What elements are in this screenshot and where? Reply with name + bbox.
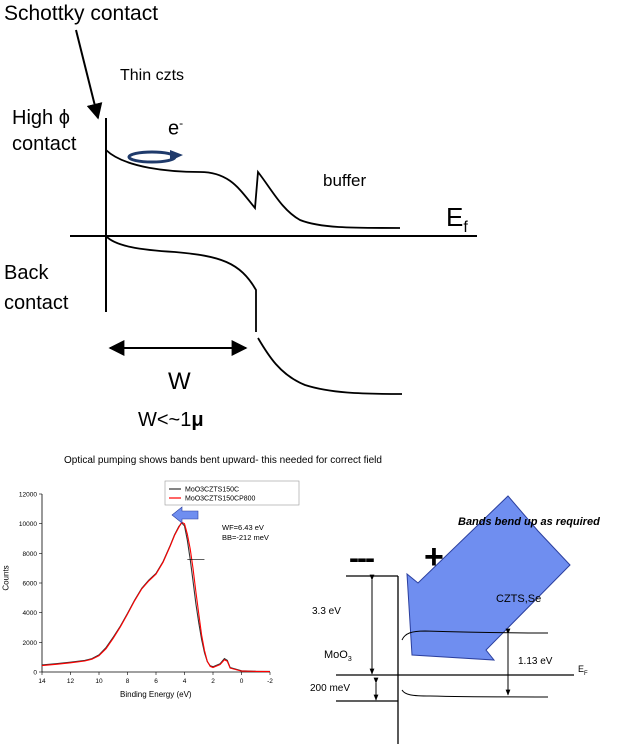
moo3-subscript: 3 (347, 656, 352, 664)
fermi-level-subscript: f (463, 219, 468, 237)
ef-lower-subscript: F (584, 670, 588, 677)
electron-symbol: e (168, 117, 180, 140)
buffer-label: buffer (323, 171, 367, 190)
thin-czts-label: Thin czts (120, 67, 185, 84)
electron-charge: - (179, 116, 184, 130)
ef-lower-symbol: E (578, 664, 585, 674)
valence-band-curve (105, 235, 257, 332)
ef-lower-label: EF (578, 665, 588, 677)
width-condition-text: W<~1 (138, 409, 192, 431)
xps-title: Optical pumping shows bands bent upward-… (64, 455, 382, 466)
minus-signs: --- (349, 542, 375, 575)
moo3-text: MoO (324, 649, 348, 661)
xps-xlabel: Binding Energy (eV) (120, 690, 192, 699)
band-bend-up-arrow (406, 495, 571, 661)
moo3-label: MoO3 (324, 649, 352, 664)
width-label: W (168, 368, 191, 395)
fermi-level-symbol: E (446, 202, 464, 232)
electron-recirculation-icon (127, 150, 183, 164)
plus-sign: + (424, 538, 444, 576)
conduction-band-curve (105, 149, 401, 229)
czts-cb-curve (401, 630, 549, 641)
schottky-pointer-arrow (75, 29, 103, 120)
high-phi-contact-label: contact (12, 133, 77, 155)
bandgap-label: 1.13 eV (518, 656, 553, 667)
back-label: Back (4, 262, 49, 284)
schottky-contact-label: Schottky contact (4, 2, 159, 25)
width-condition-unit: μ (191, 409, 204, 431)
back-contact-label: contact (4, 292, 69, 314)
band-bending-diagram (70, 29, 477, 395)
high-phi-label: High ϕ (12, 107, 70, 129)
gap-label: 3.3 eV (312, 606, 341, 617)
czts-vb-curve (401, 689, 549, 698)
width-condition-label: W<~1μ (138, 410, 204, 430)
offset-label: 200 meV (310, 683, 351, 694)
fermi-level-label: Ef (446, 204, 468, 236)
valence-band-curve-lower (257, 337, 403, 395)
band-title: Bands bend up as required (458, 516, 600, 528)
electron-label: e- (168, 117, 183, 139)
czts-label: CZTS,Se (496, 593, 542, 605)
